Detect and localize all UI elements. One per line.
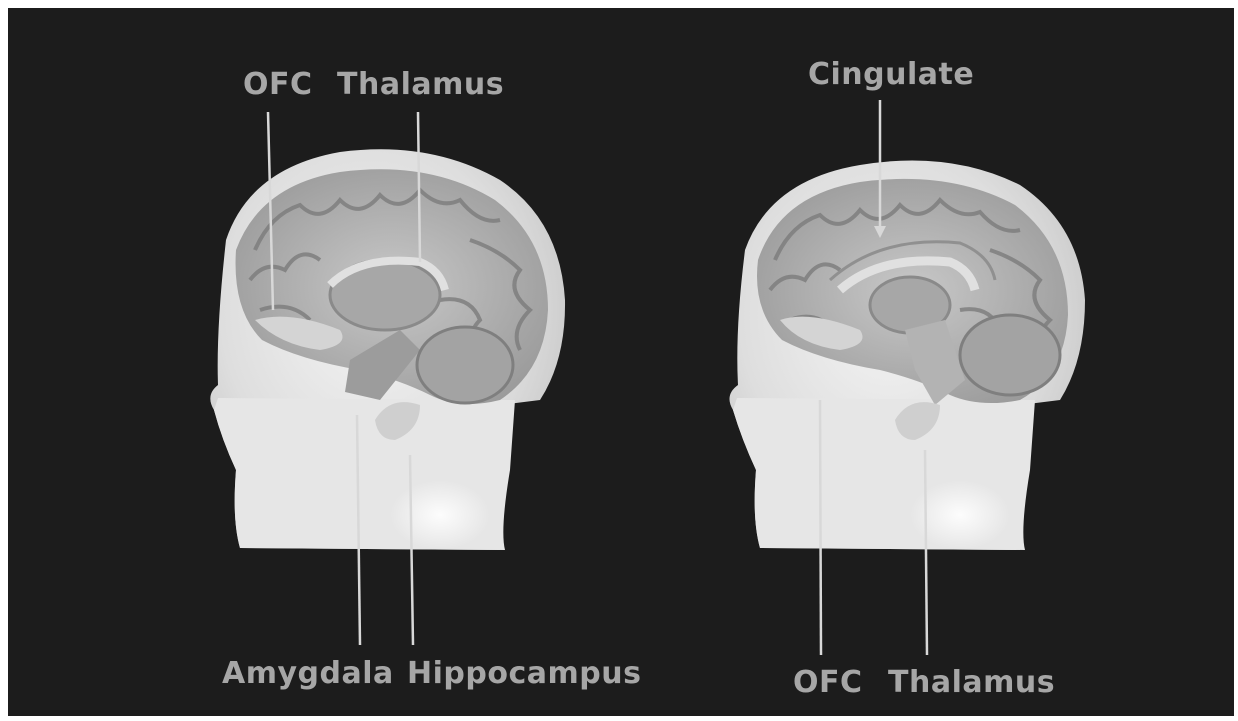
label-right-cingulate: Cingulate (808, 60, 974, 90)
label-left-thalamus: Thalamus (337, 70, 504, 100)
right-head (729, 100, 1085, 655)
label-right-thalamus: Thalamus (888, 668, 1055, 698)
right-cerebellum (960, 315, 1060, 395)
right-ofc-leader (820, 400, 821, 655)
label-left-amygdala: Amygdala (222, 659, 394, 689)
label-left-ofc: OFC (243, 70, 313, 100)
label-right-ofc: OFC (793, 668, 863, 698)
left-cerebellum (417, 327, 513, 403)
left-neck-highlight (390, 480, 490, 550)
label-left-hippocampus: Hippocampus (407, 659, 641, 689)
left-head (210, 112, 565, 645)
